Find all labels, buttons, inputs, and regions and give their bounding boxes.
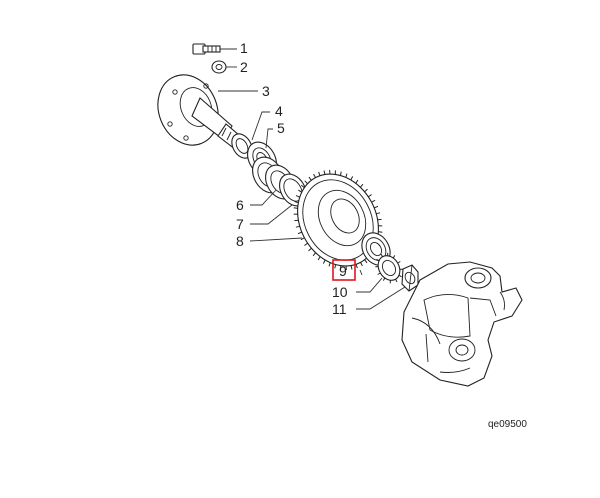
part-ring-small[interactable] (228, 130, 257, 162)
callout-5[interactable]: 5 (277, 120, 285, 136)
gear-tooth (371, 199, 376, 203)
gear-tooth (360, 262, 363, 267)
callout-11[interactable]: 11 (332, 301, 347, 317)
gear-tooth (376, 258, 380, 262)
gear-tooth (350, 265, 353, 270)
gear-tooth (355, 179, 359, 184)
gear-tooth (295, 225, 300, 228)
gear-tooth (355, 264, 358, 269)
gear-tooth (312, 252, 316, 257)
gear-tooth (340, 171, 342, 176)
part-lock-washer[interactable] (374, 252, 404, 285)
gear-tooth (378, 231, 383, 233)
gear-tooth (304, 242, 308, 246)
gear-teeth (293, 169, 383, 271)
part-ring-gear[interactable] (282, 160, 394, 280)
gear-tooth (392, 255, 396, 259)
leader-lines (218, 48, 406, 310)
gear-tooth (350, 176, 354, 181)
callout-3[interactable]: 3 (262, 83, 270, 99)
gear-tooth (293, 207, 298, 209)
callout-7[interactable]: 7 (236, 216, 244, 232)
gear-tooth (308, 176, 312, 181)
gear-tooth (380, 253, 383, 257)
gear-tooth (377, 272, 381, 275)
gear-tooth (334, 264, 336, 269)
gear-tooth (360, 183, 364, 188)
gear-tooth (294, 201, 299, 204)
gear-tooth (397, 261, 401, 264)
callout-10[interactable]: 10 (332, 284, 348, 300)
callout-9-highlight-box (332, 259, 356, 281)
gear-tooth (298, 189, 302, 193)
axle-housing (401, 261, 523, 387)
gear-tooth (398, 274, 402, 278)
reference-code: qe09500 (488, 419, 527, 430)
gear-tooth (382, 277, 386, 281)
gear-tooth (300, 184, 305, 189)
gear-tooth (308, 247, 312, 252)
gear-tooth (317, 256, 321, 261)
gear-tooth (374, 205, 379, 209)
gear-tooth (318, 171, 321, 176)
gear-tooth (300, 237, 305, 241)
gear-tooth (313, 173, 316, 178)
part-washer[interactable] (211, 60, 227, 74)
gear-tooth (328, 262, 331, 267)
gear-tooth (304, 180, 308, 185)
gear-tooth (345, 173, 348, 178)
gear-tooth (322, 259, 326, 264)
part-bolt[interactable] (192, 43, 221, 55)
gear-tooth (376, 212, 381, 215)
callout-1[interactable]: 1 (240, 40, 248, 56)
callout-6[interactable]: 6 (236, 197, 244, 213)
gear-tooth (297, 231, 302, 235)
gear-tooth (364, 188, 368, 193)
gear-tooth (323, 170, 326, 175)
gear-tooth (368, 194, 372, 198)
callout-2[interactable]: 2 (240, 59, 248, 75)
callout-9[interactable]: 9 (339, 263, 347, 279)
callout-4[interactable]: 4 (275, 103, 283, 119)
washer-teeth (375, 252, 403, 284)
gear-tooth (364, 259, 368, 264)
gear-tooth (295, 195, 300, 198)
gear-tooth (395, 279, 398, 283)
callout-8[interactable]: 8 (236, 233, 244, 249)
